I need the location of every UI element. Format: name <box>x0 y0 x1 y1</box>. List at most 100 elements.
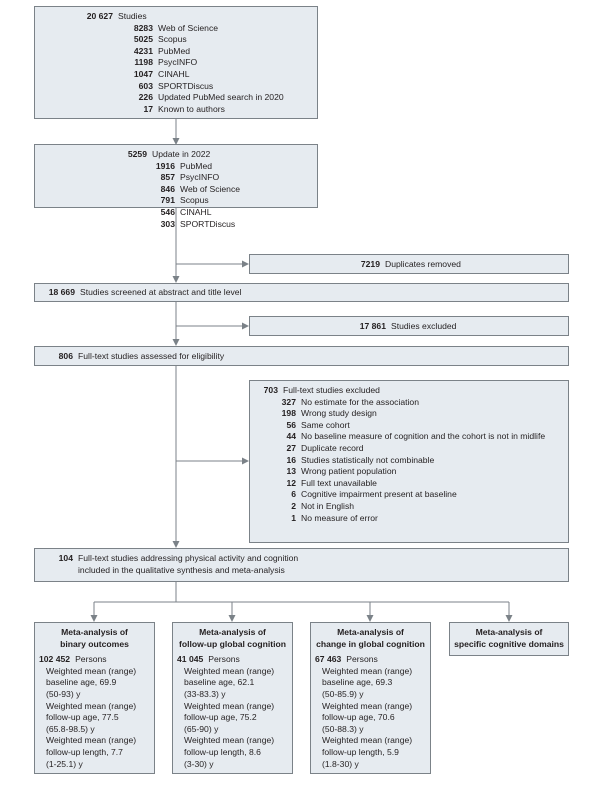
source-count: 1198 <box>134 57 153 68</box>
excluded-label: Studies excluded <box>391 321 457 331</box>
screened-count: 18 669 <box>48 287 75 297</box>
source-label: PubMed <box>158 45 191 56</box>
source-label: Known to authors <box>158 103 225 114</box>
fulltext-row: 806 Full-text studies assessed for eligi… <box>35 351 568 363</box>
meta-unit: Persons <box>208 654 240 665</box>
excluded-box: 17 861 Studies excluded <box>249 316 569 336</box>
reason-row: 2 Not in English <box>250 501 568 513</box>
meta-domains-box: Meta-analysis of specific cognitive doma… <box>449 622 569 656</box>
update-total-count: 5259 <box>127 149 147 159</box>
meta-unit: Persons <box>346 654 378 665</box>
update-total-label: Update in 2022 <box>152 149 211 159</box>
identification-total-count: 20 627 <box>86 11 113 21</box>
included-count: 104 <box>58 553 73 563</box>
meta-line: (50-85.9) y <box>322 688 364 699</box>
meta-title: follow-up global cognition <box>179 638 286 649</box>
source-label: SPORTDiscus <box>158 80 214 91</box>
source-label: Updated PubMed search in 2020 <box>158 92 284 103</box>
duplicates-label: Duplicates removed <box>385 259 461 269</box>
source-label: Scopus <box>158 34 187 45</box>
meta-line: baseline age, 62.1 <box>184 677 255 688</box>
source-count: 5025 <box>133 34 153 45</box>
meta-change-box: Meta-analysis of change in global cognit… <box>310 622 431 774</box>
meta-count: 102 452 <box>39 654 71 665</box>
source-row: 17 Known to authors <box>35 104 317 116</box>
reason-label: Full text unavailable <box>301 477 377 488</box>
source-count: 546 <box>160 206 175 217</box>
source-label: PsycINFO <box>158 57 198 68</box>
meta-line: (1.8-30) y <box>322 758 359 769</box>
included-label-line2: included in the qualitative synthesis an… <box>78 564 285 575</box>
screened-box: 18 669 Studies screened at abstract and … <box>34 283 569 302</box>
meta-title: specific cognitive domains <box>454 638 564 649</box>
source-count: 17 <box>143 103 153 114</box>
meta-persons: 102 452 Persons <box>35 654 154 666</box>
source-count: 4231 <box>133 45 153 56</box>
meta-line: follow-up age, 70.6 <box>322 712 395 723</box>
reason-count: 44 <box>286 431 296 442</box>
fulltext-label: Full-text studies assessed for eligibili… <box>78 351 225 361</box>
meta-line: Weighted mean (range) <box>46 735 137 746</box>
meta-line: follow-up age, 77.5 <box>46 712 119 723</box>
meta-line: follow-up length, 8.6 <box>184 746 261 757</box>
source-label: Web of Science <box>180 183 241 194</box>
meta-followup-box: Meta-analysis of follow-up global cognit… <box>172 622 293 774</box>
reason-count: 327 <box>281 396 296 407</box>
reason-label: Wrong patient population <box>301 466 397 477</box>
meta-count: 41 045 <box>177 654 204 665</box>
reason-count: 16 <box>286 454 296 465</box>
duplicates-row: 7219 Duplicates removed <box>250 259 568 271</box>
source-label: Web of Science <box>158 22 219 33</box>
fulltext-count: 806 <box>58 351 73 361</box>
meta-line: Weighted mean (range) <box>46 700 137 711</box>
source-label: CINAHL <box>180 206 212 217</box>
meta-line: (65-90) y <box>184 723 219 734</box>
meta-title: Meta-analysis of <box>337 627 404 637</box>
identification-total: 20 627 Studies <box>35 11 317 23</box>
meta-count: 67 463 <box>315 654 342 665</box>
reason-label: No estimate for the association <box>301 396 419 407</box>
meta-line: Weighted mean (range) <box>184 735 275 746</box>
meta-line: Weighted mean (range) <box>322 735 413 746</box>
meta-title: binary outcomes <box>60 638 129 649</box>
duplicates-box: 7219 Duplicates removed <box>249 254 569 274</box>
screened-label: Studies screened at abstract and title l… <box>80 287 242 297</box>
meta-line: (1-25.1) y <box>46 758 83 769</box>
meta-line: Weighted mean (range) <box>184 700 275 711</box>
meta-line: (33-83.3) y <box>184 688 226 699</box>
source-label: Scopus <box>180 195 209 206</box>
reason-label: Not in English <box>301 500 355 511</box>
reason-label: No measure of error <box>301 512 378 523</box>
source-row: 546 CINAHL <box>35 207 317 219</box>
excluded-row: 17 861 Studies excluded <box>250 321 568 333</box>
update-total: 5259 Update in 2022 <box>35 149 317 161</box>
meta-line: Weighted mean (range) <box>184 665 275 676</box>
meta-persons: 67 463 Persons <box>311 654 430 666</box>
reason-count: 6 <box>291 489 296 500</box>
reason-row: 44 No baseline measure of cognition and t… <box>250 431 568 443</box>
meta-line: baseline age, 69.9 <box>46 677 117 688</box>
reason-count: 2 <box>291 500 296 511</box>
screened-row: 18 669 Studies screened at abstract and … <box>35 287 568 299</box>
included-row-2: included in the qualitative synthesis an… <box>35 565 568 577</box>
meta-line: (50-93) y <box>46 688 81 699</box>
reason-label: Duplicate record <box>301 442 364 453</box>
reason-label: No baseline measure of cognition and the… <box>301 431 546 442</box>
meta-persons: 41 045 Persons <box>173 654 292 666</box>
fulltext-excluded-label: Full-text studies excluded <box>283 385 380 395</box>
source-count: 1047 <box>133 68 153 79</box>
reason-count: 198 <box>281 408 296 419</box>
reason-label: Wrong study design <box>301 408 377 419</box>
source-count: 226 <box>138 92 153 103</box>
